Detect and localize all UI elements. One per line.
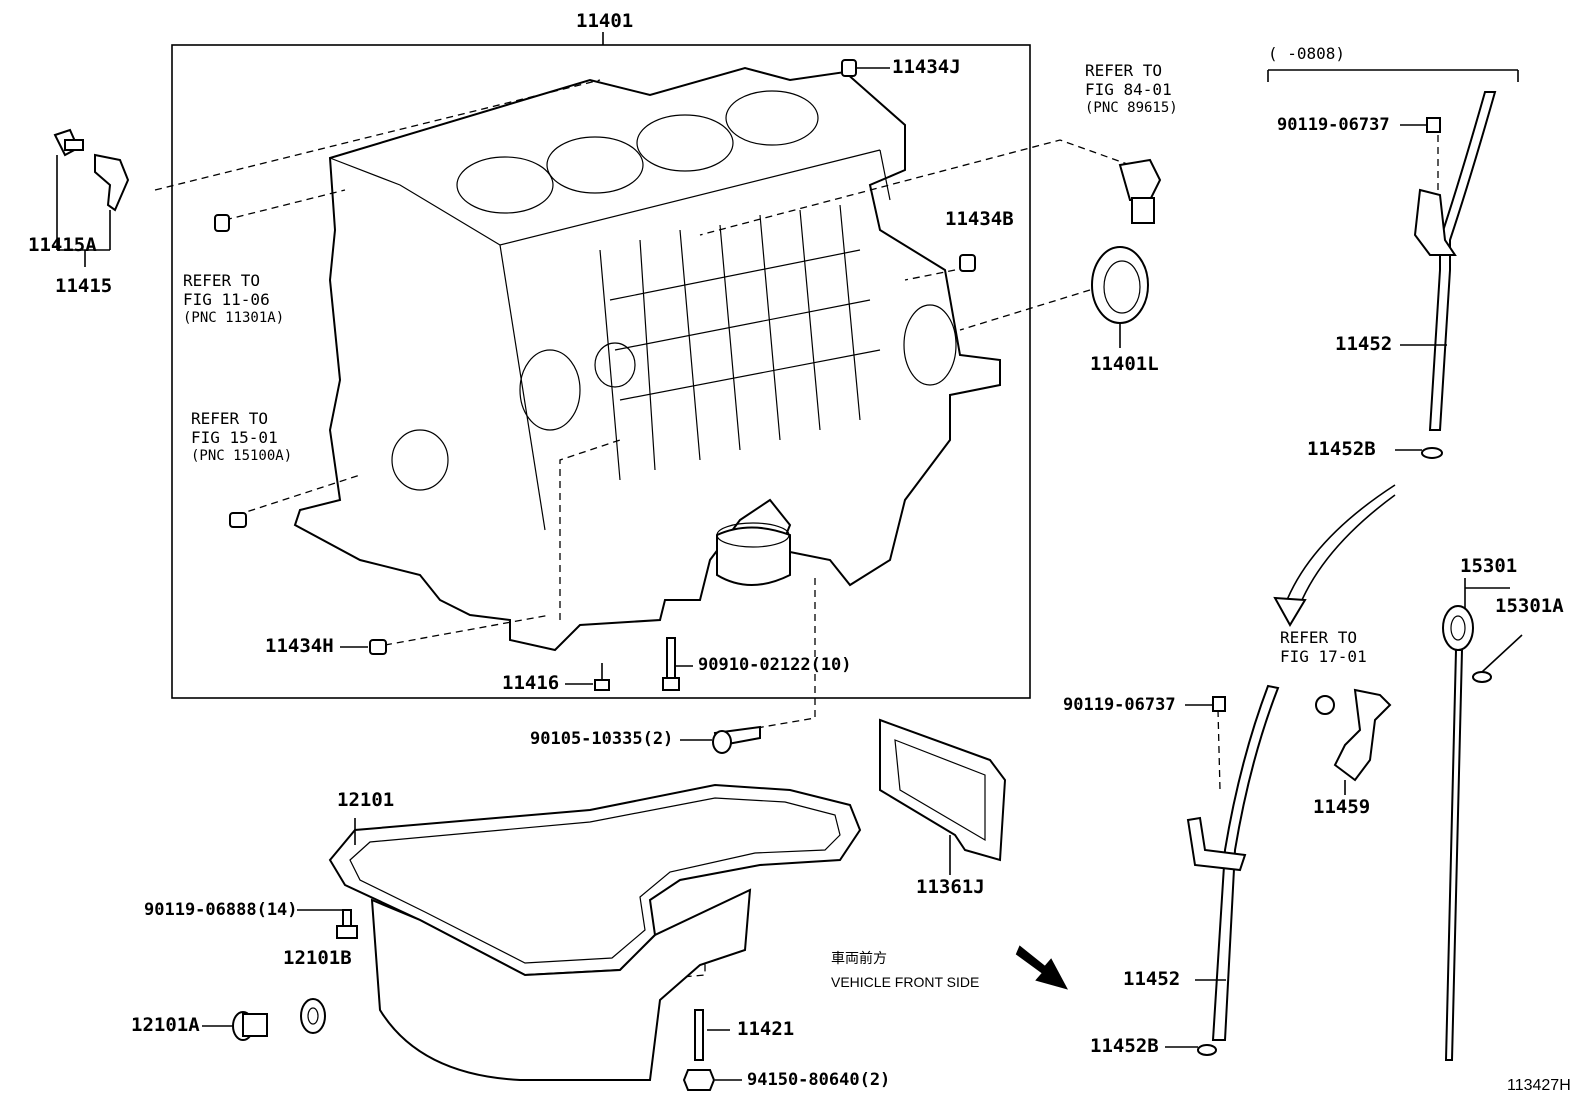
dowel-11301A [214,214,230,232]
part-label-15301A: 15301A [1495,595,1564,617]
ref-line: REFER TO [183,271,261,290]
dowel-11434B [959,254,976,272]
part-label-11452-top: 11452 [1335,333,1393,355]
part-label-11459: 11459 [1313,796,1371,818]
block-frame [171,44,1031,699]
part-label-11434H: 11434H [265,635,334,657]
ref-fig-15-01: REFER TO FIG 15-01 (PNC 15100A) [191,409,293,464]
part-label-11452B-bottom: 11452B [1090,1035,1159,1057]
ref-line: REFER TO [1280,628,1358,647]
ref-line: (PNC 15100A) [191,448,293,464]
bolt-90910 [662,637,680,691]
dowel-11434J [841,59,857,77]
part-label-11434B: 11434B [945,208,1014,230]
bolt-11416 [594,663,610,691]
part-label-11415A: 11415A [28,234,97,256]
sensor-11415-drawing [53,128,130,212]
part-label-11452-bottom: 11452 [1123,968,1181,990]
part-label-90105: 90105-10335(2) [530,729,674,749]
dowel-11434H [369,639,387,655]
ref-fig-17-01: REFER TO FIG 17-01 [1280,630,1367,665]
gasket-12101B [300,998,326,1034]
cylinder-block-drawing [293,66,1001,652]
part-label-12101: 12101 [337,789,395,811]
part-label-11421: 11421 [737,1018,795,1040]
drain-plug-12101A [232,1011,268,1041]
dowel-15100A [229,512,247,528]
figure-id: 113427H [1507,1077,1571,1094]
part-label-11416: 11416 [502,672,560,694]
ref-fig-11-06: REFER TO FIG 11-06 (PNC 11301A) [183,271,285,326]
part-label-11415: 11415 [55,275,113,297]
bolt-90119-06888 [336,909,358,939]
part-label-11401: 11401 [576,10,634,32]
stud-11421 [694,1009,704,1061]
date-range-label: ( -0808) [1268,44,1346,63]
dipstick-guide-top-drawing [1413,91,1497,459]
part-label-94150: 94150-80640(2) [747,1070,891,1090]
part-label-15301: 15301 [1460,555,1518,577]
vehicle-front-jp: 車両前方 [831,951,887,967]
part-label-11452B-top: 11452B [1307,438,1376,460]
vehicle-front-en: VEHICLE FRONT SIDE [831,974,980,990]
ref-line: (PNC 89615) [1085,100,1178,116]
bracket-11459-drawing [1315,688,1392,782]
ref-line: FIG 17-01 [1280,647,1367,666]
part-label-11434J: 11434J [892,56,961,78]
part-label-90119-06888: 90119-06888(14) [144,900,298,920]
ref-line: FIG 11-06 [183,290,270,309]
oil-pan-12101-drawing [328,783,862,1081]
dipstick-15301-drawing [1442,605,1492,1061]
baffle-11361J-drawing [879,718,1007,862]
dipstick-guide-bottom-drawing [1186,684,1280,1056]
ref-line: FIG 84-01 [1085,80,1172,99]
part-label-11361J: 11361J [916,876,985,898]
ref-line: (PNC 11301A) [183,310,285,326]
part-label-12101A: 12101A [131,1014,200,1036]
knock-sensor-drawing [1118,158,1162,224]
part-label-12101B: 12101B [283,947,352,969]
nut-94150 [682,1069,716,1091]
part-label-90119-bottom: 90119-06737 [1063,695,1176,715]
ref-fig-84-01: REFER TO FIG 84-01 (PNC 89615) [1085,61,1178,116]
bolt-90105 [712,725,761,754]
part-label-90910: 90910-02122(10) [698,655,852,675]
oil-seal-drawing [1091,246,1149,324]
part-label-90119-top: 90119-06737 [1277,115,1390,135]
ref-line: FIG 15-01 [191,428,278,447]
ref-line: REFER TO [1085,61,1163,80]
part-label-11401L: 11401L [1090,353,1159,375]
ref-line: REFER TO [191,409,269,428]
